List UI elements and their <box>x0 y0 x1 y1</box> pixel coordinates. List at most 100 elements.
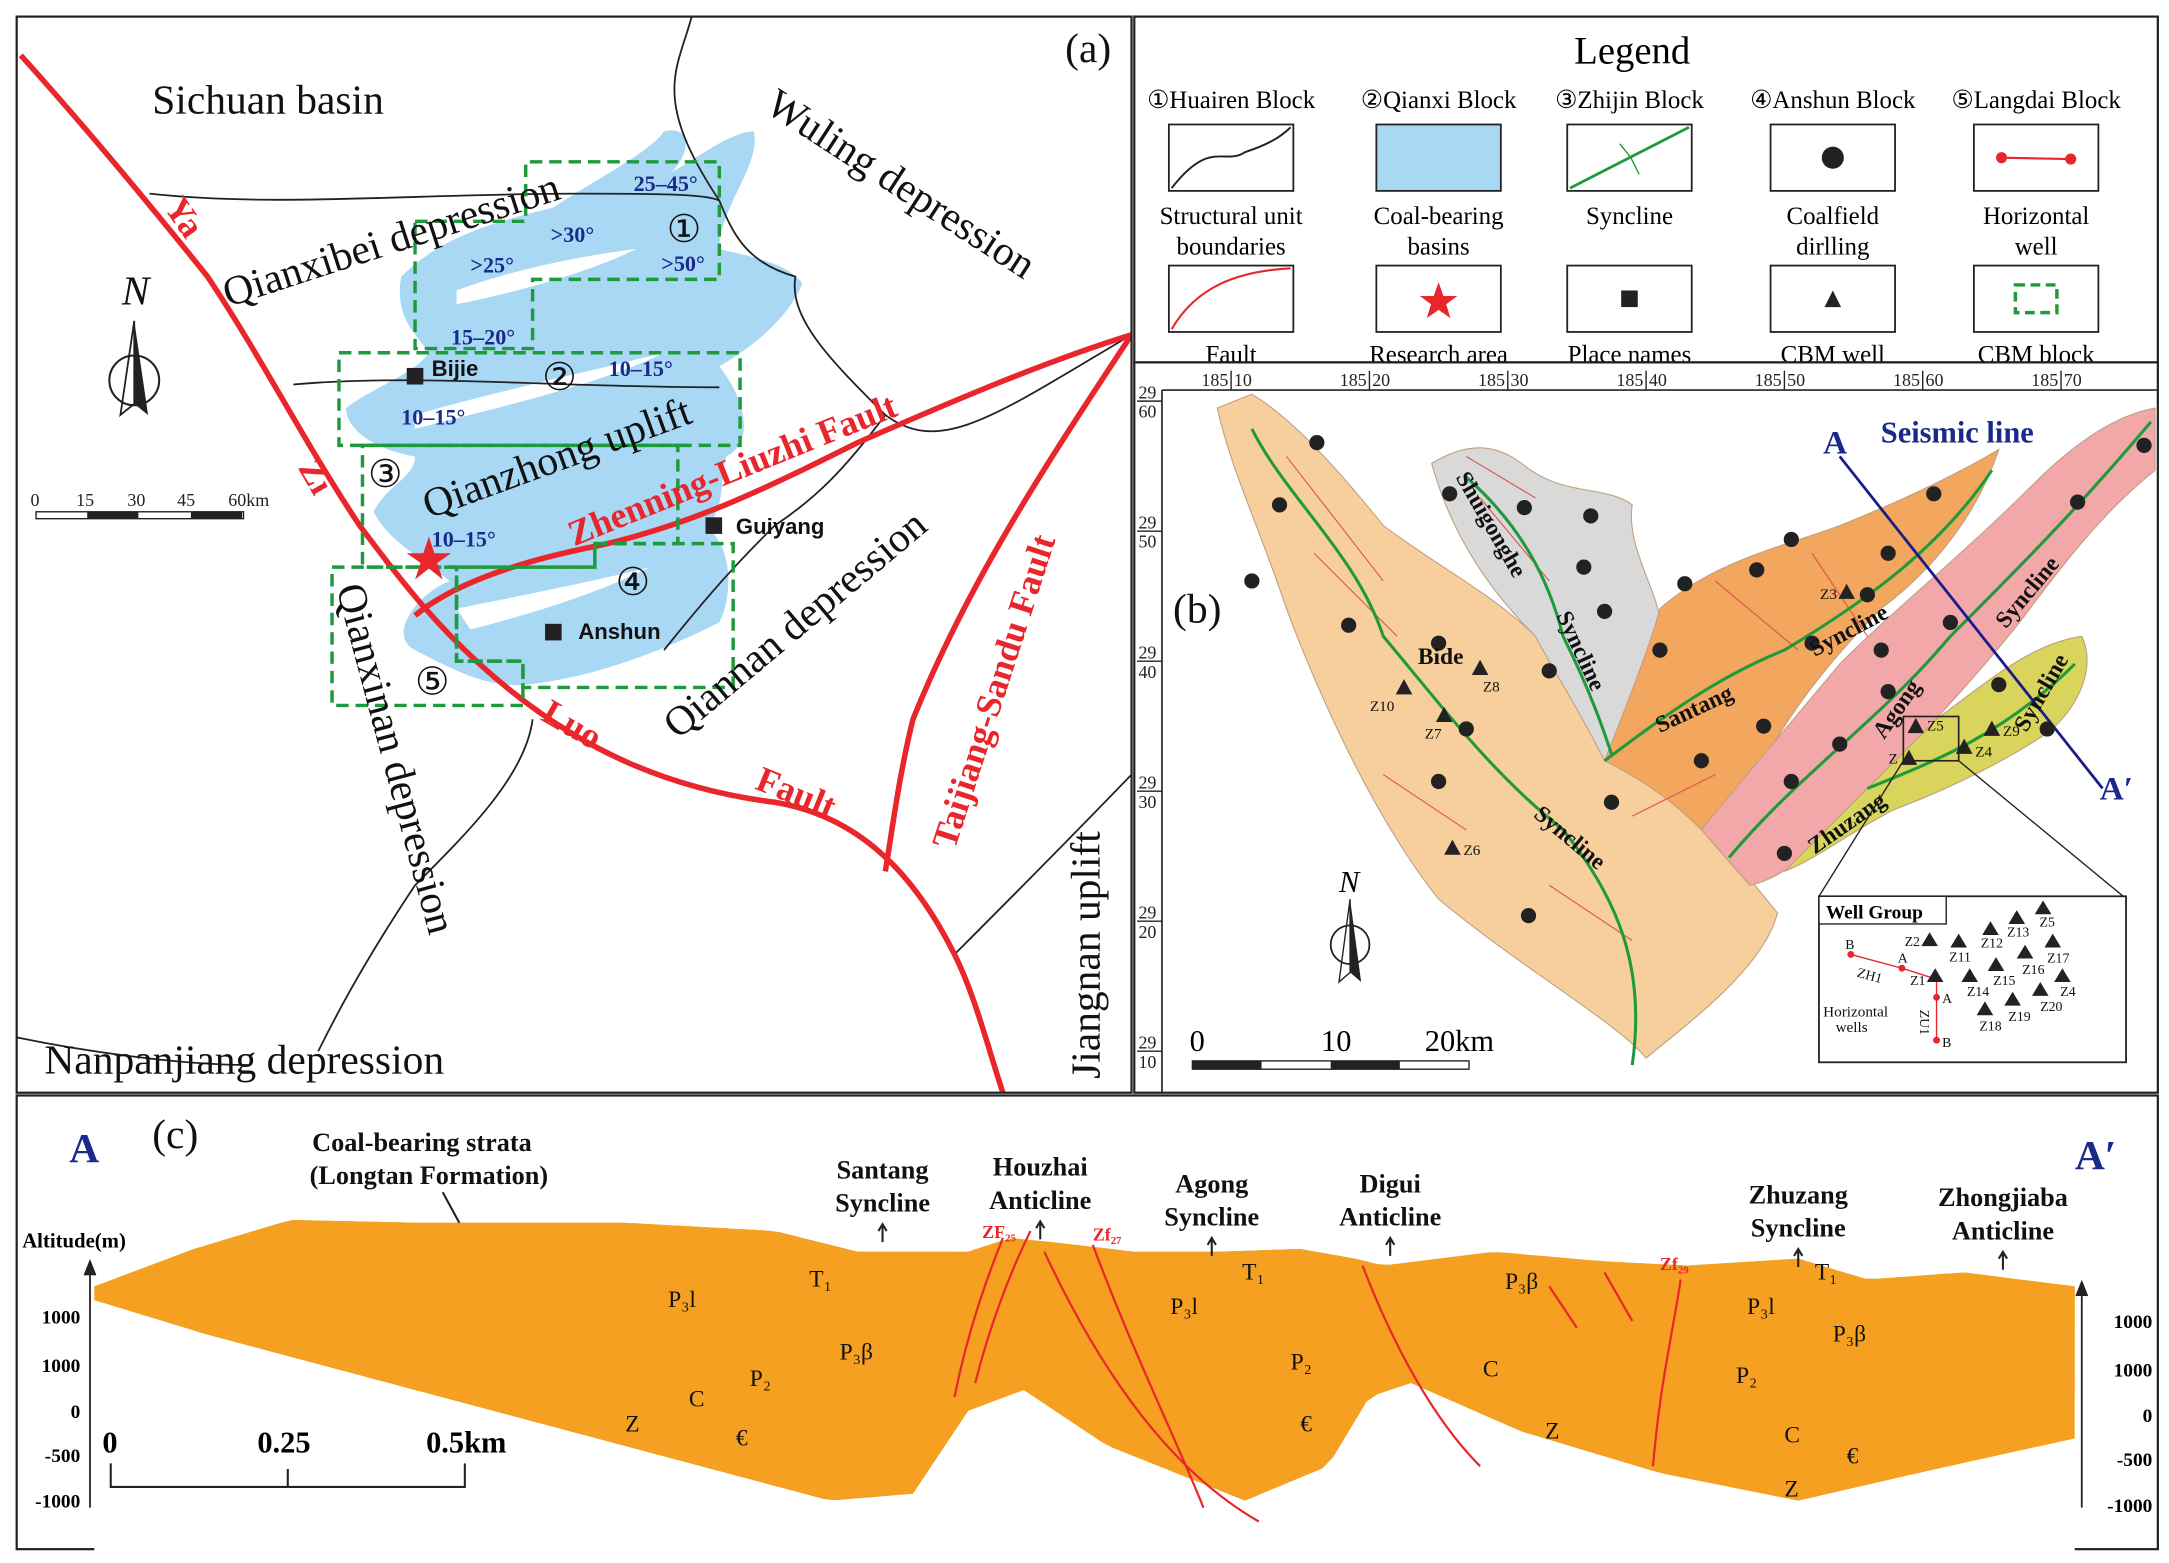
drilling-point <box>1244 573 1260 589</box>
stratum-label: C <box>689 1387 705 1413</box>
svg-text:45: 45 <box>177 490 195 510</box>
cbm-block-1 <box>413 160 722 351</box>
stratum-label: T₁ <box>1815 1259 1838 1285</box>
panel-a-label: (a) <box>1065 25 1111 72</box>
basin-gaps <box>415 248 665 630</box>
legend-block-name: ⑤Langdai Block <box>1951 87 2121 114</box>
well-group-marker <box>1926 968 1944 983</box>
drilling-point <box>1859 587 1875 603</box>
block-number-3: ③ <box>368 453 403 496</box>
svg-text:10: 10 <box>1321 1024 1351 1058</box>
legend-block-name: ②Qianxi Block <box>1361 87 1517 114</box>
drilling-point <box>1576 559 1592 575</box>
well-group-marker <box>2004 991 2021 1006</box>
right-tick-label: -1000 <box>2107 1496 2152 1517</box>
fault-line-icon <box>1170 267 1291 330</box>
svg-text:20km: 20km <box>1425 1024 1495 1058</box>
drilling-point <box>1583 508 1599 524</box>
well-group-marker <box>2016 944 2034 959</box>
legend-item-label: Place names <box>1568 341 1692 368</box>
legend-block-name: ③Zhijin Block <box>1555 87 1704 114</box>
region-bide <box>1216 393 1779 1059</box>
svg-text:N: N <box>121 267 152 313</box>
well-group-marker <box>2008 910 2026 924</box>
svg-text:0: 0 <box>31 490 40 510</box>
y-tick-label: 29 <box>1138 1032 1156 1052</box>
well-group-title: Well Group <box>1826 902 1923 923</box>
cbm-well-label: Z7 <box>1425 726 1442 743</box>
stratum-label: T₁ <box>1242 1259 1265 1285</box>
drilling-point <box>1652 642 1668 658</box>
x-tick-label: 40 <box>1649 370 1667 390</box>
horizontal-wells-note: Horizontal <box>1823 1004 1888 1021</box>
legend-item-label: Fault <box>1206 341 1257 368</box>
section-end-a: A <box>69 1125 99 1171</box>
svg-text:30: 30 <box>127 490 145 510</box>
drilling-point <box>1516 500 1532 516</box>
drilling-point <box>1783 531 1799 548</box>
fault-label: Zf₂₇ <box>1093 1225 1122 1245</box>
well-group-label: Z2 <box>1905 934 1920 949</box>
svg-text:Agong: Agong <box>1175 1169 1248 1198</box>
x-tick-label: 185 <box>1893 370 1920 390</box>
region-sichuan-basin: Sichuan basin <box>152 76 384 122</box>
svg-text:Syncline: Syncline <box>1751 1214 1846 1243</box>
svg-text:0: 0 <box>1190 1024 1205 1058</box>
drilling-point <box>1693 753 1710 769</box>
stratum-label: P₃β <box>840 1340 873 1366</box>
block-number-2: ② <box>542 356 577 399</box>
section-end-a-prime: A′ <box>2075 1132 2117 1178</box>
structural-boundaries <box>16 16 1132 1066</box>
left-tick-label: 1000 <box>42 1308 81 1329</box>
dip-label: >25° <box>470 252 514 277</box>
legend-block-name: ④Anshun Block <box>1750 87 1916 114</box>
place-bijie: Bijie <box>432 356 479 381</box>
svg-text:Syncline: Syncline <box>835 1189 930 1218</box>
cbm-well-label: Z5 <box>1927 717 1944 734</box>
well-group-label: Z20 <box>2040 999 2062 1014</box>
legend-item-syncline-symbol: Syncline <box>1566 123 1693 230</box>
region-jiangnan-uplift: Jiangnan uplift <box>1063 831 1109 1079</box>
dip-label: 25–45° <box>634 171 698 196</box>
dip-label: >30° <box>551 222 595 247</box>
place-marker-anshun <box>545 623 562 641</box>
well-point-label: B <box>1845 937 1854 952</box>
well-group-label: Z14 <box>1967 984 1989 999</box>
right-tick-label: -500 <box>2117 1450 2153 1471</box>
y-tick-label: 29 <box>1138 512 1156 532</box>
stratum-label: P₃l <box>1747 1294 1775 1320</box>
research-area-star-icon <box>406 536 452 580</box>
dashed-square-icon <box>2013 283 2059 315</box>
y-tick-label: 29 <box>1138 382 1156 402</box>
well-group-label: Z1 <box>1910 973 1925 988</box>
svg-text:15: 15 <box>76 490 94 510</box>
cbm-block-4 <box>454 541 735 690</box>
faults <box>18 53 1132 1093</box>
drilling-point <box>1880 545 1896 561</box>
legend-item-star: Research area <box>1369 264 1508 368</box>
coalfield-drilling-points <box>1244 435 2152 924</box>
well-group-label: Z12 <box>1981 935 2003 950</box>
panel-c-cross-section: (c) A A′ Coal-bearing strata (Longtan Fo… <box>15 1094 2159 1563</box>
stratum-label: Z <box>1784 1477 1798 1503</box>
well-group-marker <box>2054 968 2071 983</box>
well-group-marker <box>1987 957 2005 971</box>
drilling-point <box>1520 908 1537 924</box>
legend-item-square: Place names <box>1566 264 1693 368</box>
stratum-label: P₂ <box>1736 1363 1757 1389</box>
well-group-label: Z11 <box>1949 949 1971 964</box>
x-tick-label: 185 <box>2031 370 2058 390</box>
cbm-well-marker <box>1435 706 1453 723</box>
legend-item-label: well <box>2015 234 2058 261</box>
cbm-well-label: Z10 <box>1370 698 1395 715</box>
well-group-label: Z5 <box>2040 915 2055 930</box>
well-group-label: Z18 <box>1979 1018 2001 1033</box>
y-tick-label: 30 <box>1138 792 1156 812</box>
left-tick-label: 0 <box>71 1402 81 1423</box>
legend-item-label: Structural unit <box>1160 203 1303 230</box>
